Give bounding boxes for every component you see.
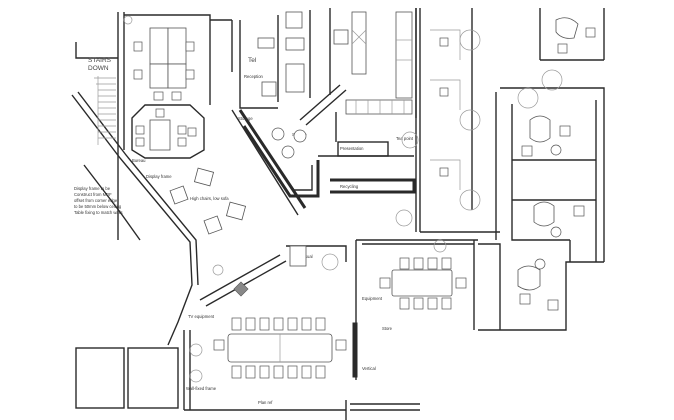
bureau-desk-cluster (123, 15, 195, 101)
display-note-e: Table fixing to match walls (74, 210, 123, 215)
storage-label-a: Storage (238, 116, 253, 121)
workstations-top-right (395, 29, 563, 227)
display-frame-label: Display frame (146, 174, 172, 179)
stairs-down-label: DOWN (88, 65, 109, 72)
stairs: STAIRS DOWN (88, 57, 116, 145)
storage-meeting-room: Bureau (131, 104, 205, 163)
walls (71, 8, 605, 420)
vertical-label: Vertical (362, 366, 376, 371)
display-note-a: Display frame to be (74, 186, 111, 191)
reception-label: Reception (244, 74, 264, 79)
display-area: Display frame Display frame to be Constr… (74, 167, 247, 276)
tea-point-label: Tea point (396, 136, 414, 141)
boardroom-chairs-bottom (231, 365, 326, 379)
high-chairs-label: High chairs, low sofa (190, 196, 229, 201)
bureau-label-a: Bureau (132, 158, 146, 163)
stairs-label: STAIRS (88, 57, 112, 64)
private-offices (517, 17, 596, 311)
store-label: Store (382, 326, 393, 331)
reception-area: Tel Reception Storage Storage Presentati… (238, 11, 414, 189)
display-note-c: offset from corner edge (74, 198, 118, 203)
tv-equipment-label: TV equipment (188, 314, 215, 319)
equipment-cabinet (289, 245, 307, 267)
boardroom: Audio visual TV equipment Wall-fixed fra… (186, 254, 393, 405)
display-note-b: Construct from MDF (74, 192, 112, 197)
recycling-label: Recycling (340, 184, 359, 189)
equipment-label: Equipment (362, 296, 383, 301)
tel-label: Tel (248, 57, 257, 64)
plan-ref-label: Plan ref (258, 400, 273, 405)
meeting-room: Equipment (321, 239, 467, 310)
boardroom-chairs-top (231, 317, 326, 331)
presentation-label: Presentation (340, 146, 364, 151)
display-note-d: to be 50mm below ceiling (74, 204, 122, 209)
column-marker (233, 281, 249, 297)
wall-fixed-label: Wall-fixed frame (186, 386, 217, 391)
